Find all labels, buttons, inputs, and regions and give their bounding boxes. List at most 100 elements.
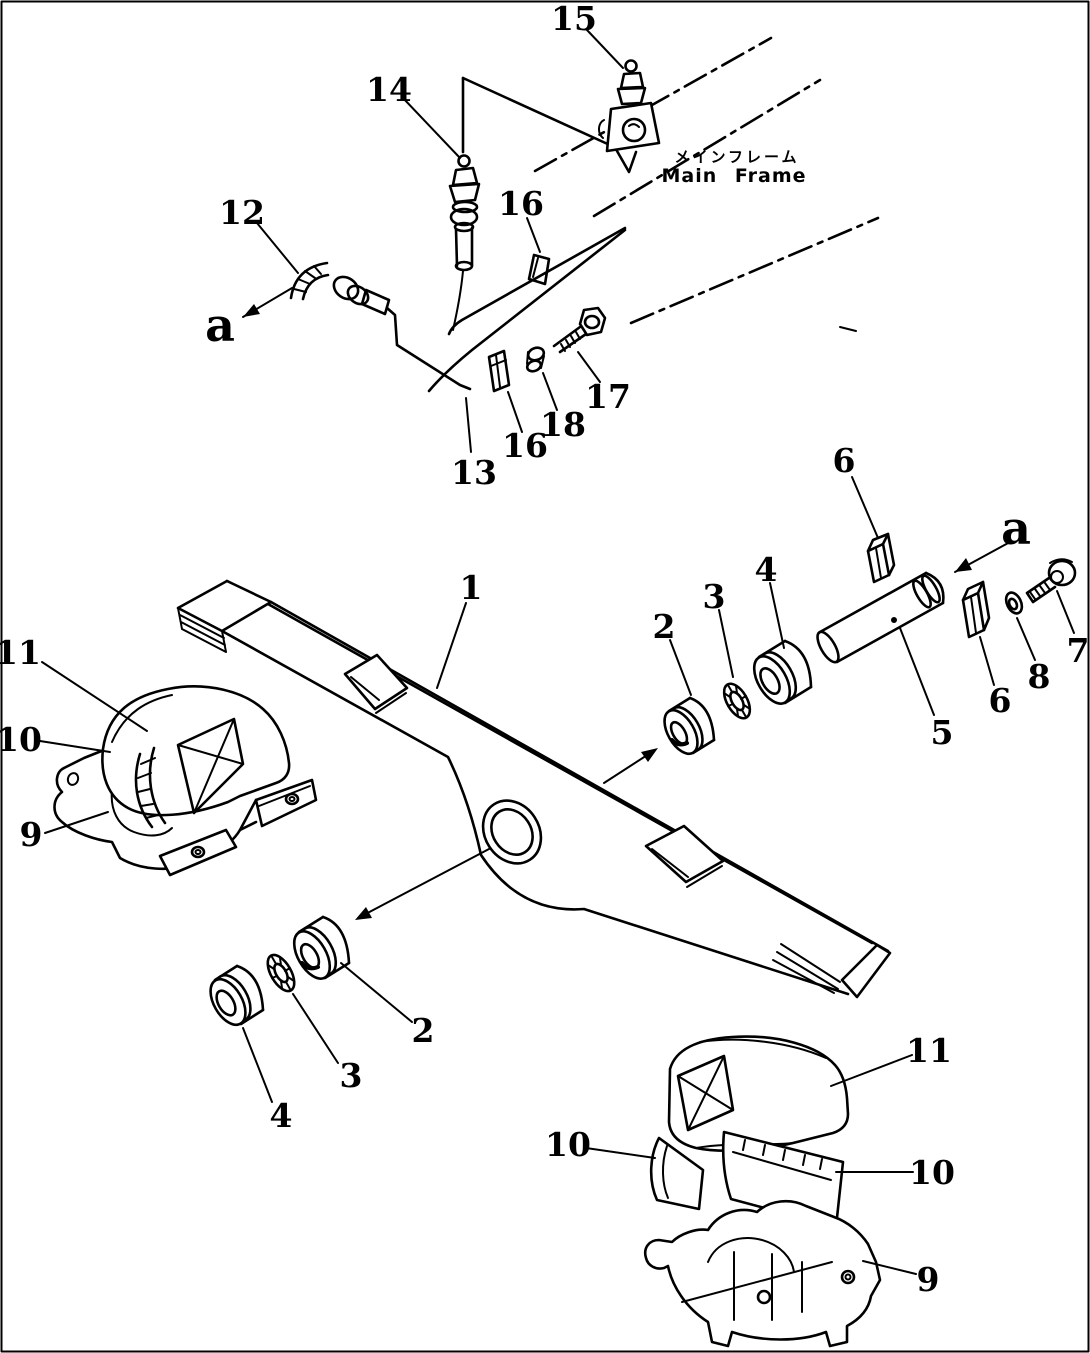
tube-clip-16-upper: [527, 253, 551, 286]
left-end-laminations: [177, 607, 227, 653]
leader-1: [436, 602, 467, 689]
leader-9-l: [44, 811, 109, 834]
seal-ring-3-lower: [266, 953, 296, 993]
bolt-7: [1025, 558, 1077, 604]
direction-arrows: [242, 287, 1011, 920]
bar-center-hole: [481, 799, 543, 865]
callout-2-ll: 2: [412, 1011, 435, 1050]
callout-4-r: 4: [755, 550, 778, 589]
lubrication-piping-assembly: [289, 59, 661, 393]
arrow-a-left: [242, 287, 293, 318]
leader-12: [256, 222, 299, 274]
callout-6-low: 6: [989, 681, 1012, 720]
callout-5: 5: [931, 713, 954, 752]
bushing-2-right: [663, 696, 716, 756]
right-support-assembly: [643, 1035, 882, 1348]
grease-fitting-15: [598, 59, 661, 174]
leader-11-r: [830, 1054, 913, 1087]
leader-3-ll: [292, 993, 339, 1064]
left-support-assembly: [53, 685, 318, 877]
bushing-2-lower: [292, 915, 351, 980]
right-support-pad-10-right: [721, 1130, 845, 1229]
main-frame-label-jp: メインフレーム: [674, 148, 799, 166]
callout-9-l: 9: [20, 815, 43, 854]
callout-4-ll: 4: [270, 1096, 293, 1135]
callout-16-low: 16: [502, 426, 548, 465]
leader-16-top: [526, 217, 541, 253]
callout-9-br: 9: [917, 1260, 940, 1299]
leader-16-low: [507, 391, 523, 433]
callout-10-br: 10: [909, 1153, 955, 1192]
bar-pad-lower: [644, 824, 725, 888]
leader-5: [899, 627, 935, 716]
leader-3-r: [718, 609, 734, 678]
callout-14: 14: [366, 70, 412, 109]
bushing-4-right: [752, 639, 813, 705]
leader-2-ll: [340, 962, 413, 1023]
bushing-4-lower: [209, 964, 265, 1027]
leader-lines: [39, 29, 1075, 1275]
callout-1: 1: [460, 568, 483, 607]
right-support-cap-11: [667, 1035, 850, 1153]
callout-3-r: 3: [703, 577, 726, 616]
arrow-hole-to-bushing: [355, 848, 490, 920]
washer-8: [1004, 591, 1024, 615]
leader-15: [586, 29, 624, 69]
seat-block-6-lower: [961, 580, 991, 639]
leader-18: [542, 372, 558, 411]
leader-17: [577, 351, 601, 383]
callout-17: 17: [585, 377, 631, 416]
arrow-bar-to-bushing: [603, 748, 658, 784]
main-frame-chain-lines: [533, 36, 880, 332]
leader-10-l: [39, 740, 111, 753]
leader-4-ll: [242, 1027, 273, 1103]
callout-a-left: a: [205, 298, 235, 352]
seal-ring-3-right: [722, 682, 752, 720]
elbow-fitting-12: [289, 261, 391, 316]
callout-15: 15: [551, 0, 597, 38]
main-frame-label-en: Main Frame: [661, 165, 806, 187]
right-support-base-9: [643, 1199, 882, 1348]
leader-6-low: [979, 636, 995, 686]
leader-13: [465, 397, 472, 453]
leader-4-r: [769, 582, 785, 649]
callout-13: 13: [451, 453, 497, 492]
leader-14: [402, 97, 461, 159]
frame-member-edge: [427, 226, 627, 393]
left-support-pad-10: [134, 746, 167, 829]
left-support-base-9: [53, 748, 318, 877]
bar-pad-upper: [343, 653, 409, 714]
equalizer-bar: [176, 579, 892, 999]
callout-11-r: 11: [906, 1031, 952, 1070]
callout-2-r: 2: [653, 607, 676, 646]
leader-11-l: [41, 661, 148, 732]
callout-10-l: 10: [0, 720, 42, 759]
bolt-17: [552, 306, 607, 354]
callout-6-up: 6: [833, 441, 856, 480]
callout-7: 7: [1067, 631, 1090, 670]
callout-10-bl: 10: [545, 1125, 591, 1164]
leader-10-bl: [585, 1147, 656, 1159]
leader-6-up: [851, 476, 879, 539]
leader-9-br: [862, 1260, 917, 1275]
leader-8: [1016, 617, 1036, 661]
callout-3-ll: 3: [340, 1056, 363, 1095]
right-support-pad-10-left: [649, 1136, 705, 1211]
callout-layer: 15141612a131618176a123478651110923411101…: [0, 0, 1089, 1299]
callout-16-top: 16: [498, 184, 544, 223]
leader-2-r: [669, 639, 692, 696]
callout-18: 18: [540, 405, 586, 444]
grease-fitting-14: [448, 154, 481, 331]
left-support-cap-11: [101, 685, 291, 817]
callout-11-l: 11: [0, 633, 41, 672]
grease-tube-13: [385, 306, 472, 391]
leader-7: [1056, 590, 1075, 634]
callout-8: 8: [1028, 657, 1051, 696]
pin-5: [816, 571, 945, 664]
seat-block-6-upper: [866, 532, 896, 584]
callout-12: 12: [219, 193, 265, 232]
lower-left-bushing-set: [209, 915, 351, 1027]
